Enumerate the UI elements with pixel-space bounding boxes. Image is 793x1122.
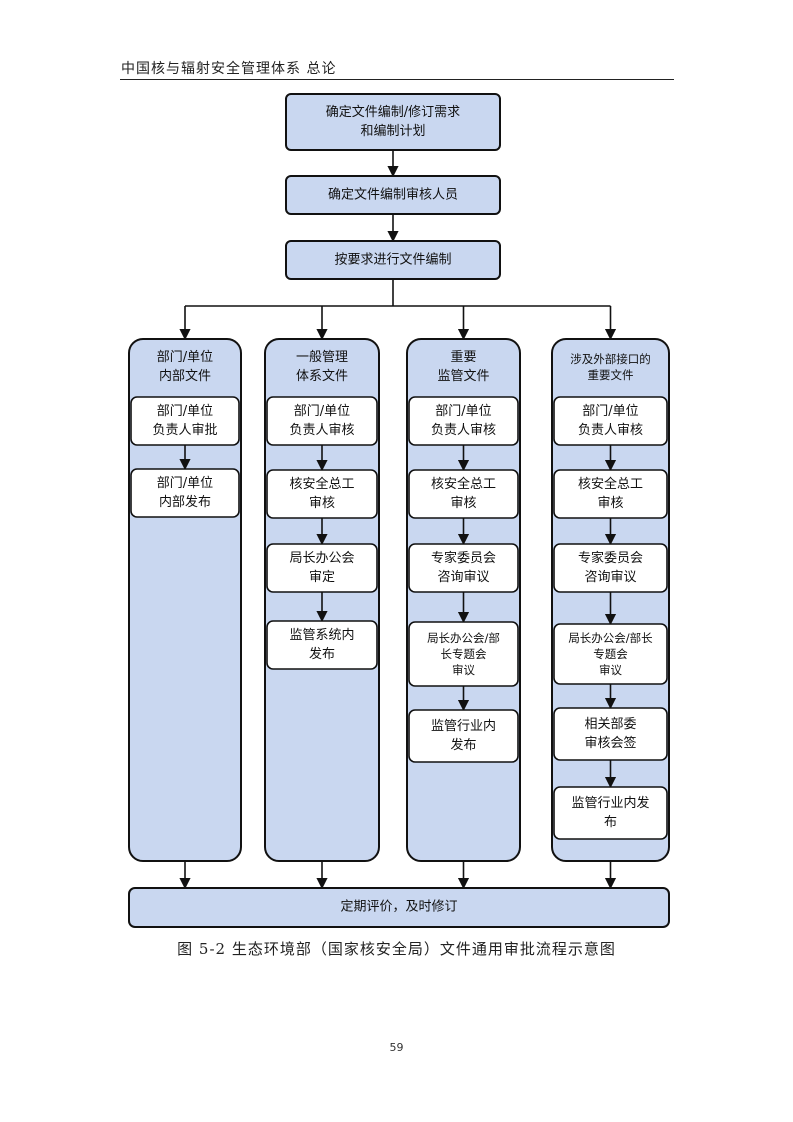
approval-step-label: 核安全总工 [289,476,354,492]
column-title: 涉及外部接口的 [570,352,651,366]
top-step-label: 确定文件编制审核人员 [328,188,458,203]
approval-step-label: 监管系统内 [289,627,354,643]
approval-step-label: 审议 [599,663,622,677]
approval-step-label: 部门/单位 [157,404,213,419]
approval-step-label: 长专题会 [441,647,487,661]
top-step-box [285,93,501,151]
top-step-label: 确定文件编制/修订需求 [326,105,460,120]
approval-step-label: 专家委员会 [431,550,496,566]
approval-step-label: 负责人审批 [152,423,217,438]
approval-step-label: 核安全总工 [431,476,496,492]
top-step-label: 按要求进行文件编制 [334,253,451,268]
approval-step-label: 审定 [309,570,335,585]
approval-step-label: 核安全总工 [578,476,643,492]
page-header: 中国核与辐射安全管理体系 总论 [121,61,337,77]
approval-step-label: 局长办公会/部 [427,631,500,645]
column-title: 一般管理 [296,349,348,365]
approval-step-label: 相关部委 [584,717,636,732]
approval-step-box [130,468,240,518]
approval-step-box [553,786,668,840]
approval-step-label: 负责人审核 [578,423,643,438]
approval-step-label: 发布 [309,646,335,662]
approval-step-label: 监管行业内发 [571,795,649,811]
approval-step-label: 审核 [450,496,476,511]
approval-step-label: 咨询审议 [437,570,489,585]
approval-step-label: 审议 [452,663,475,677]
header-rule [120,79,674,80]
column-title: 重要 [450,349,476,365]
column-title: 监管文件 [437,369,489,384]
page-number: 59 [389,1041,404,1054]
approval-step-label: 审核 [597,496,623,511]
column-title: 部门/单位 [157,350,213,365]
approval-step-label: 部门/单位 [294,404,350,419]
approval-step-label: 咨询审议 [584,570,636,585]
column-title: 内部文件 [159,368,211,384]
approval-step-label: 审核会签 [584,735,636,751]
approval-step-box [266,620,378,670]
approval-step-label: 内部发布 [159,494,211,510]
final-step-label: 定期评价，及时修订 [340,900,457,915]
approval-step-label: 部门/单位 [435,404,491,419]
final-step-box [128,887,670,928]
approval-step-box [553,707,668,761]
column-title: 重要文件 [588,368,634,382]
approval-step-label: 专家委员会 [578,550,643,566]
approval-step-label: 负责人审核 [289,423,354,438]
approval-step-box [408,709,519,763]
approval-step-label: 发布 [450,737,476,753]
column-title: 体系文件 [296,369,348,384]
approval-step-label: 部门/单位 [582,404,638,419]
figure-caption: 图 5-2 生态环境部（国家核安全局）文件通用审批流程示意图 [177,940,616,958]
approval-step-label: 审核 [309,496,335,511]
approval-step-label: 专题会 [593,647,628,661]
approval-step-label: 局长办公会/部长 [568,631,653,645]
approval-step-label: 局长办公会 [289,551,354,566]
approval-step-label: 部门/单位 [157,476,213,491]
top-step-label: 和编制计划 [360,124,425,139]
approval-step-label: 监管行业内 [431,718,496,734]
approval-step-label: 布 [604,815,617,830]
approval-step-label: 负责人审核 [431,423,496,438]
